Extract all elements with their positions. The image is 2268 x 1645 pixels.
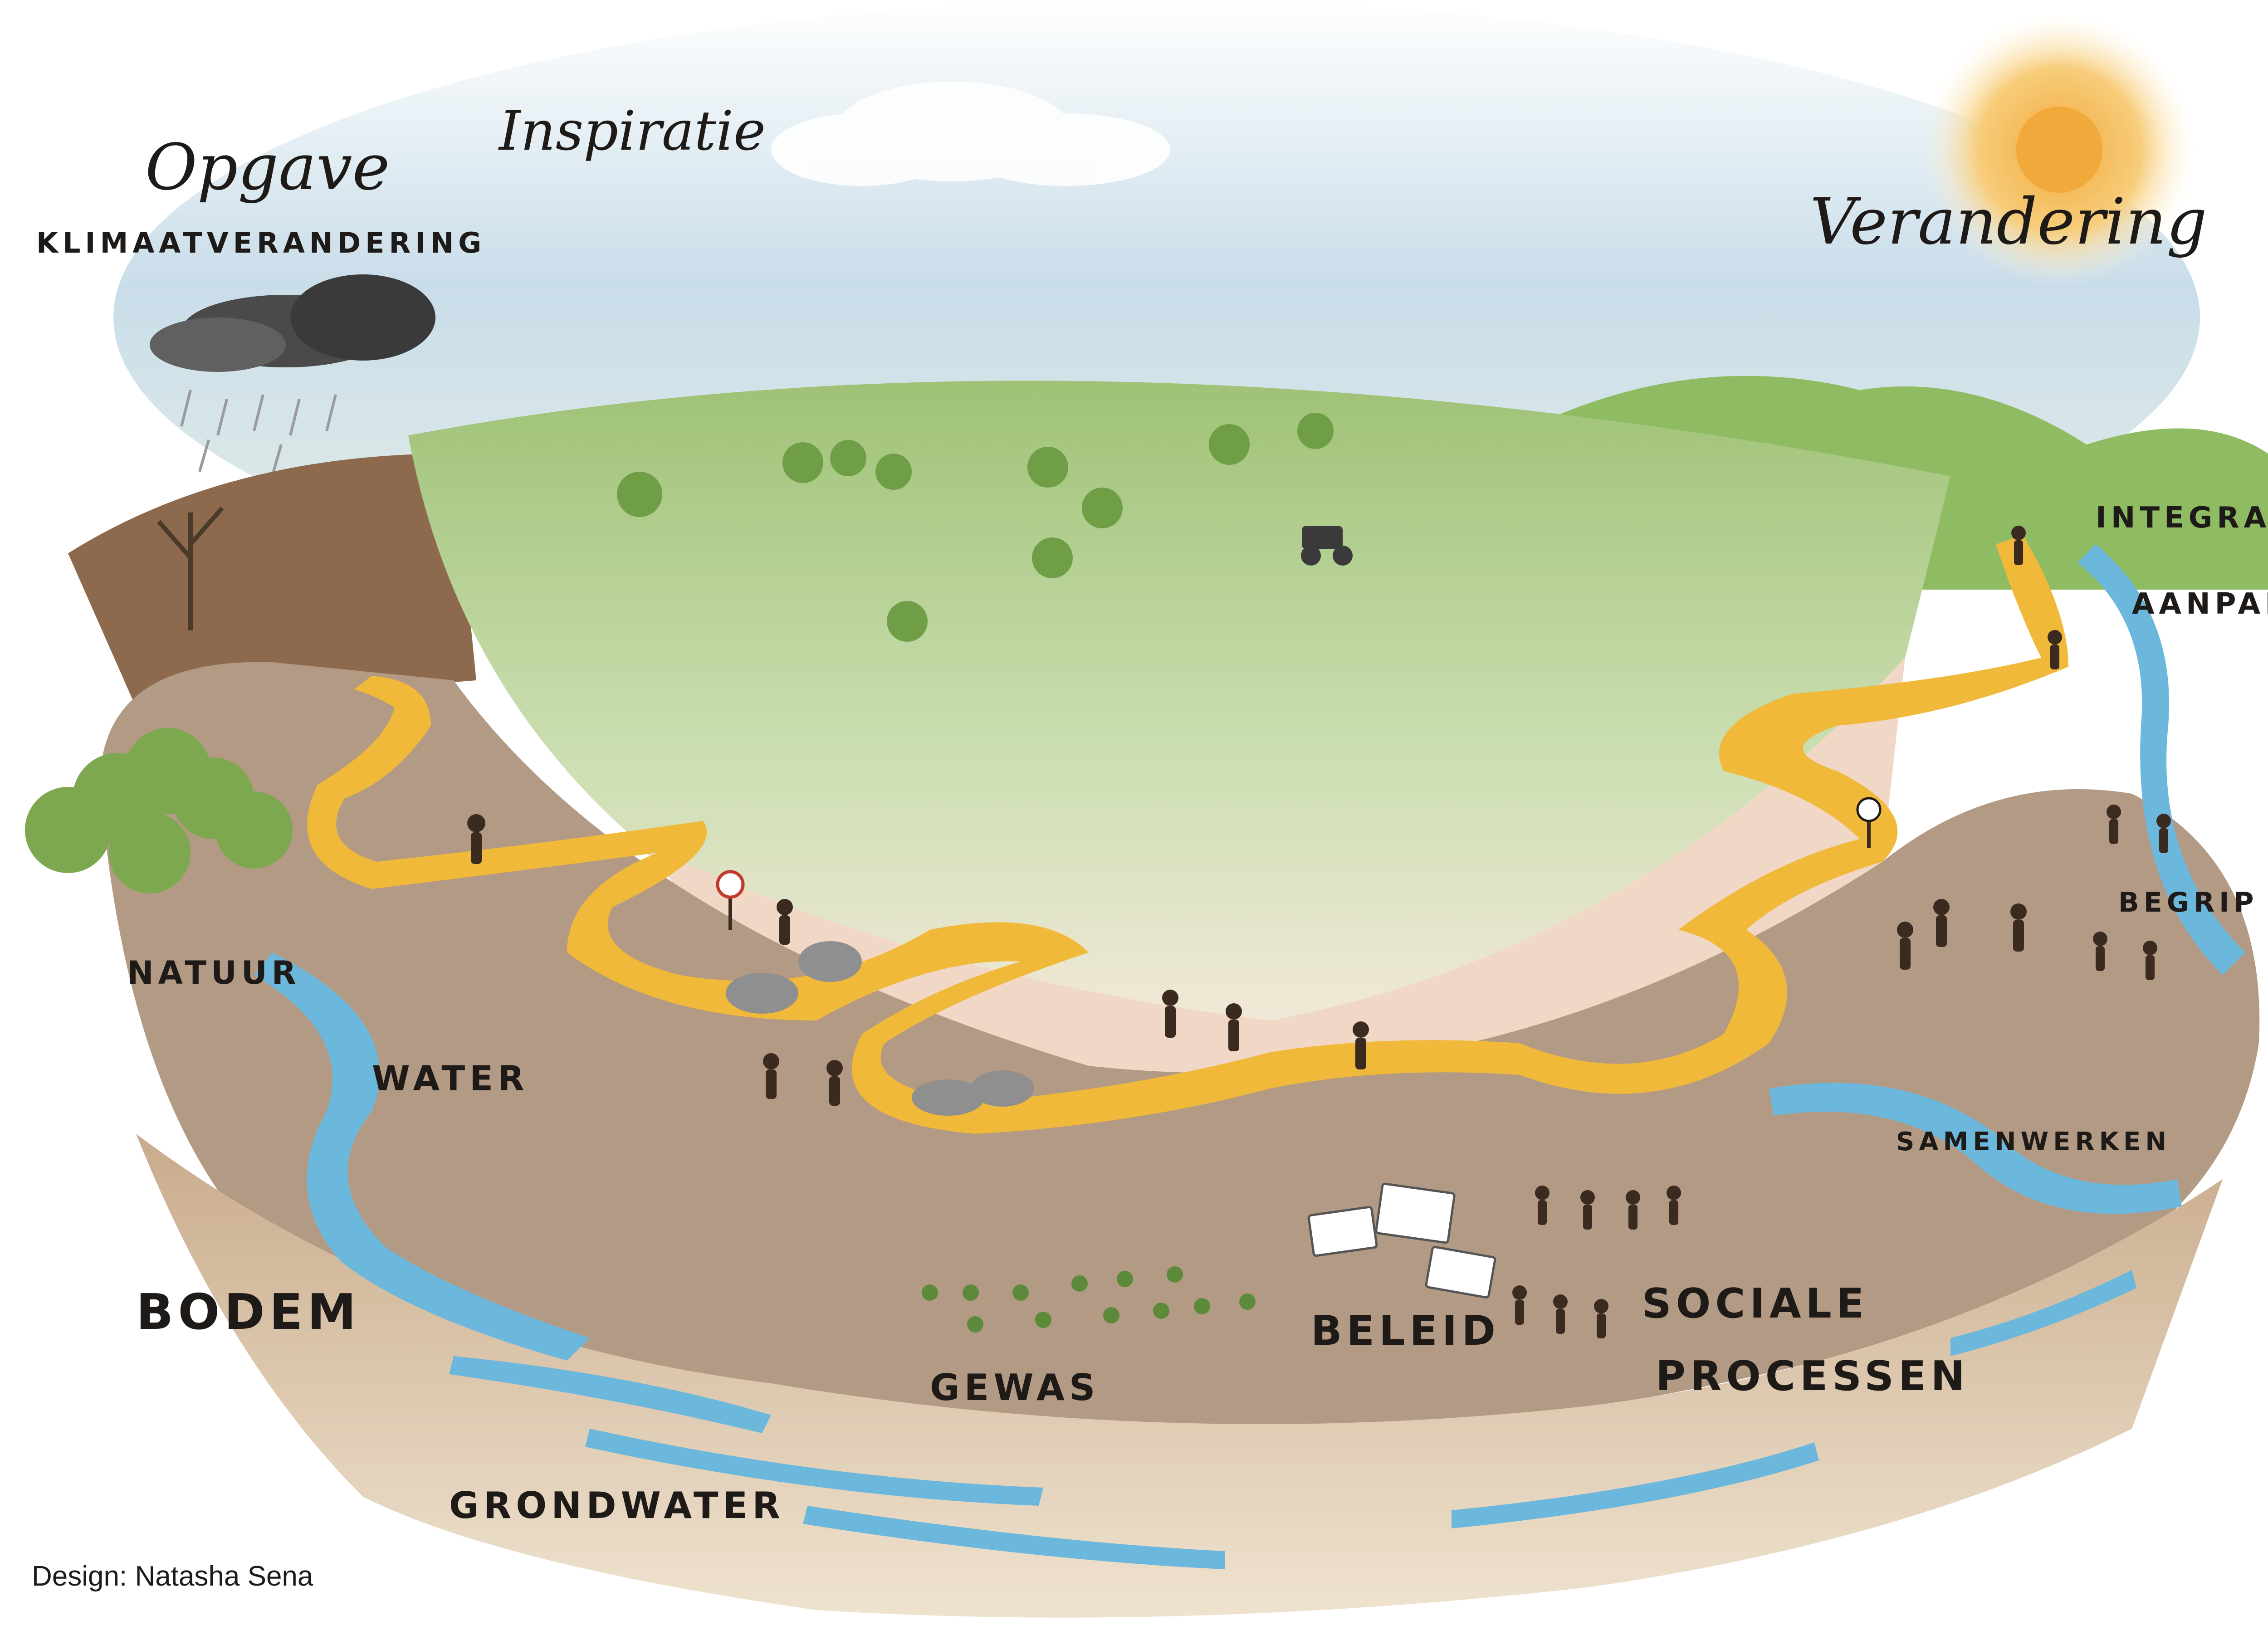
rivers: [254, 544, 2245, 1361]
label-samenwerken: SAMENWERKEN: [1896, 1127, 2171, 1157]
heading-inspiratie: Inspiratie: [499, 100, 766, 163]
heading-verandering: Verandering: [1810, 185, 2207, 259]
people: [467, 526, 2171, 1338]
rocks: [726, 941, 1034, 1116]
label-water: WATER: [372, 1058, 529, 1098]
label-natuur: NATUUR: [127, 954, 301, 991]
soil-ring: [100, 662, 2260, 1451]
fields: [408, 381, 1950, 1020]
document-stack-icon: [1307, 1182, 1496, 1299]
label-bodem: BODEM: [136, 1284, 361, 1341]
design-credit: Design: Natasha Sena: [32, 1561, 313, 1592]
field-trees: [617, 413, 1334, 642]
label-processen: PROCESSEN: [1656, 1352, 1970, 1400]
label-beleid: BELEID: [1311, 1307, 1501, 1355]
dead-tree: [157, 506, 224, 630]
arrow-sign-icon: [1856, 797, 1882, 848]
rain-cloud-icon: [150, 274, 435, 477]
no-entry-sign-icon: [716, 870, 745, 930]
label-integrale: INTEGRALE: [2096, 501, 2268, 535]
heading-opgave: Opgave: [145, 131, 390, 205]
label-begrip: BEGRIP: [2118, 887, 2258, 918]
cliff: [136, 1134, 2223, 1618]
label-grondwater: GRONDWATER: [449, 1484, 785, 1527]
dry-land: [68, 454, 476, 708]
sun-icon: [1923, 14, 2195, 286]
label-gewas: GEWAS: [930, 1367, 1100, 1409]
tractor-icon: [1301, 526, 1353, 566]
groundwater-strips: [449, 1270, 2136, 1569]
cloud: [771, 82, 1170, 186]
forest: [25, 728, 293, 893]
label-sociale: SOCIALE: [1642, 1280, 1869, 1328]
crops: [922, 1266, 1256, 1333]
label-aanpak: AANPAK: [2132, 587, 2268, 621]
label-klimaatverandering: KLIMAATVERANDERING: [36, 226, 486, 259]
